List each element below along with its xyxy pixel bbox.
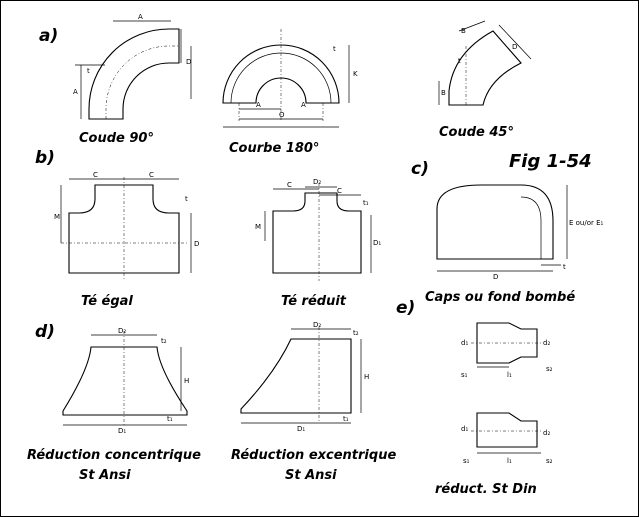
tee-reducing-dim-c-left: C: [287, 181, 292, 189]
reducer-eccentric-dim-d2: D₂: [313, 321, 321, 329]
elbow-45-dim-t: t: [458, 57, 461, 65]
tee-equal-label: Té égal: [81, 294, 133, 309]
reducer-concentric-label-1: Réduction concentrique: [27, 448, 201, 463]
elbow-90-label: Coude 90°: [79, 131, 154, 146]
din-top-dim-s1: s₁: [461, 371, 468, 379]
reducer-eccentric-dim-h: H: [364, 373, 369, 381]
din-reducer-bottom-drawing: [471, 412, 543, 454]
tee-reducing-dim-d2: D₂: [313, 178, 321, 186]
tee-equal-dim-d: D: [194, 240, 199, 248]
reducer-eccentric-drawing: [240, 327, 362, 424]
tee-reducing-dim-c-right: C: [337, 187, 342, 195]
section-label-a: a): [39, 26, 58, 46]
return-180-dim-k: K: [353, 70, 358, 78]
return-180-drawing: [222, 29, 350, 128]
elbow-90-dim-a-top: A: [138, 13, 143, 21]
return-180-label: Courbe 180°: [229, 141, 319, 156]
din-bottom-dim-d2: d₂: [543, 429, 550, 437]
din-bottom-dim-s2: s₂: [546, 457, 553, 465]
tee-reducing-label: Té réduit: [281, 294, 347, 309]
tee-reducing-dim-d1: D₁: [373, 239, 381, 247]
section-label-b: b): [35, 148, 55, 168]
return-180-dim-o: O: [279, 111, 285, 119]
section-label-d: d): [35, 322, 55, 342]
tee-reducing-dim-t1: t₁: [363, 199, 369, 207]
tee-reducing-drawing: [264, 183, 372, 281]
tee-equal-dim-t: t: [185, 195, 188, 203]
reducer-eccentric-label-2: St Ansi: [285, 468, 337, 483]
elbow-90-dim-a-side: A: [73, 88, 78, 96]
tee-equal-dim-c-left: C: [93, 171, 98, 179]
tee-equal-drawing: [60, 177, 192, 281]
tee-reducing-dim-m: M: [255, 223, 261, 231]
section-label-e: e): [396, 298, 415, 318]
elbow-45-dim-b-top: B: [461, 27, 466, 35]
din-bottom-dim-s1: s₁: [463, 457, 470, 465]
din-reducer-top-drawing: [471, 322, 543, 368]
tee-equal-dim-c-right: C: [149, 171, 154, 179]
cap-dim-d: D: [493, 273, 498, 281]
elbow-45-dim-d: D: [512, 43, 517, 51]
return-180-dim-a: A: [256, 101, 261, 109]
reducer-concentric-label-2: St Ansi: [79, 468, 131, 483]
reducer-concentric-dim-d2: D₂: [118, 327, 126, 335]
elbow-90-drawing: [75, 20, 192, 120]
section-label-c: c): [411, 159, 429, 179]
reducer-concentric-drawing: [62, 331, 188, 427]
elbow-45-label: Coude 45°: [439, 125, 514, 140]
cap-label: Caps ou fond bombé: [425, 290, 575, 305]
cap-dim-e: E ou/or E₁: [569, 219, 604, 227]
reducer-concentric-dim-t1: t₁: [167, 415, 173, 423]
elbow-90-dim-t: t: [87, 67, 90, 75]
return-180-dim-a2: A: [301, 101, 306, 109]
elbow-90-dim-d: D: [186, 58, 191, 66]
figure-number: Fig 1-54: [509, 151, 592, 172]
reducer-concentric-dim-d1: D₁: [118, 427, 126, 435]
reducer-concentric-dim-t2: t₂: [161, 337, 167, 345]
tee-equal-dim-m: M: [54, 213, 60, 221]
elbow-45-drawing: [438, 20, 532, 106]
din-top-dim-l1: l₁: [507, 371, 512, 379]
reducer-eccentric-label-1: Réduction excentrique: [231, 448, 396, 463]
din-bottom-dim-d1: d₁: [461, 425, 468, 433]
reducer-concentric-dim-h: H: [184, 377, 189, 385]
din-top-dim-s2: s₂: [546, 365, 553, 373]
reducer-eccentric-dim-t2: t₂: [353, 329, 359, 337]
reducer-eccentric-dim-d1: D₁: [297, 425, 305, 433]
cap-dim-t: t: [563, 263, 566, 271]
din-top-dim-d1: d₁: [461, 339, 468, 347]
return-180-dim-t: t: [333, 45, 336, 53]
din-bottom-dim-l1: l₁: [507, 457, 512, 465]
reducer-eccentric-dim-t1: t₁: [343, 415, 349, 423]
din-reducer-label: réduct. St Din: [435, 482, 537, 497]
elbow-45-dim-b-side: B: [441, 89, 446, 97]
din-top-dim-d2: d₂: [543, 339, 550, 347]
cap-drawing: [436, 184, 568, 272]
